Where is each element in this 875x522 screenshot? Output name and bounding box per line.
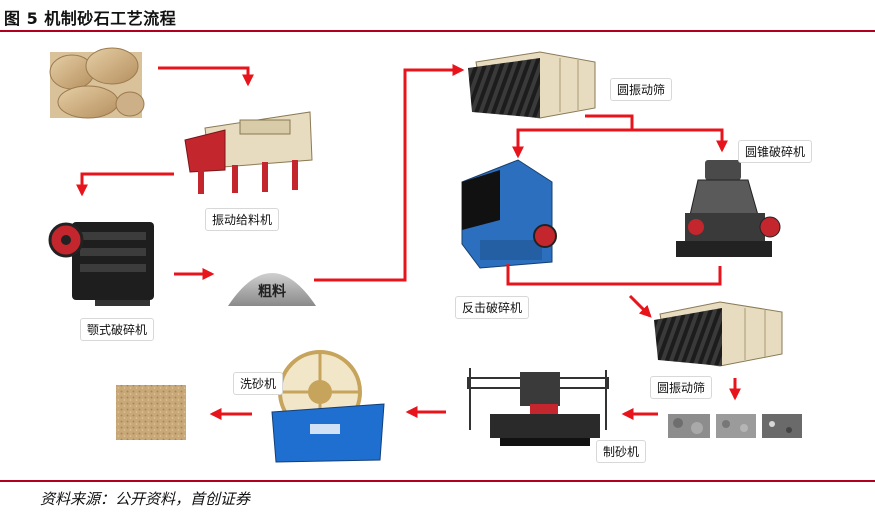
raw-stone-image: [49, 47, 145, 119]
sand-washer-label: 洗砂机: [233, 372, 284, 395]
circular-screen-1-label: 圆振动筛: [610, 78, 673, 101]
jaw-crusher-machine: [48, 222, 154, 306]
vibrating-feeder-machine: [184, 111, 313, 194]
arrow-coarse-to-screen1: [314, 64, 465, 282]
circular-screen-2-label: 圆振动筛: [650, 376, 713, 399]
arrow-screen1-branch: [512, 114, 634, 159]
cone-crusher-label: 圆锥破碎机: [738, 140, 813, 163]
bottom-rule: [0, 480, 875, 482]
arrow-stone-to-feeder: [158, 66, 254, 87]
sand-washer-machine: [271, 350, 385, 463]
circular-screen-1-machine: [468, 51, 596, 119]
jaw-crusher-label: 颚式破碎机: [80, 318, 155, 341]
vibrating-feeder-label: 振动给料机: [205, 208, 280, 231]
sand-maker-machine: [467, 368, 609, 446]
figure-title: 图 5 机制砂石工艺流程: [4, 9, 177, 28]
coarse-material-pile: 粗料: [228, 273, 316, 306]
arrow-screen1-to-cone: [632, 128, 728, 153]
figure-source: 资料来源：公开资料，首创证券: [40, 490, 251, 508]
aggregates-samples: [668, 414, 802, 438]
arrow-cone-to-impact-return: [506, 264, 722, 286]
impact-crusher-label: 反击破碎机: [455, 296, 530, 319]
cone-crusher-machine: [676, 160, 781, 257]
top-rule: [0, 30, 875, 32]
finished-sand-image: [116, 385, 186, 440]
sand-maker-label: 制砂机: [596, 440, 647, 463]
circular-screen-2-machine: [654, 301, 783, 367]
coarse-material-label: 粗料: [258, 283, 286, 300]
impact-crusher-machine: [461, 159, 557, 269]
arrow-feeder-to-jaw: [76, 172, 174, 197]
flow-arrows: [76, 64, 741, 420]
arrow-to-screen2: [628, 294, 652, 318]
